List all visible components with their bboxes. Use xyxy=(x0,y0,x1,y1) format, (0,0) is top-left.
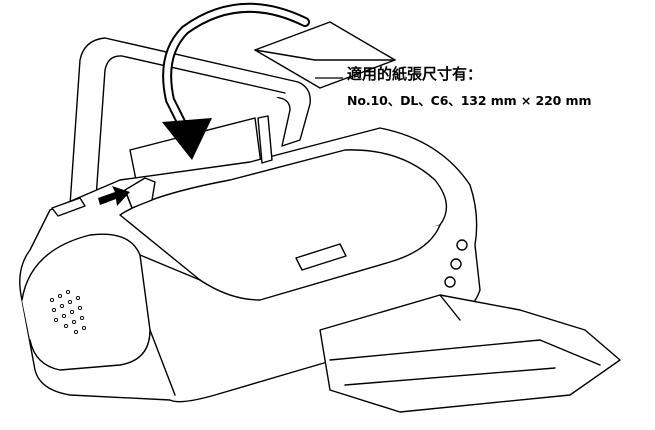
envelope-icon xyxy=(254,21,396,89)
control-buttons xyxy=(444,239,468,288)
push-arrow-icon xyxy=(98,186,130,206)
supported-sizes-text: No.10、DL、C6、132 mm × 220 mm xyxy=(347,93,592,108)
output-tray xyxy=(319,294,621,413)
right-guide xyxy=(257,115,273,164)
callout-heading: 適用的紙張尺寸有： xyxy=(347,65,483,83)
curved-arrow-icon xyxy=(162,2,310,160)
grille-dots xyxy=(49,289,87,335)
release-lever xyxy=(51,197,86,217)
